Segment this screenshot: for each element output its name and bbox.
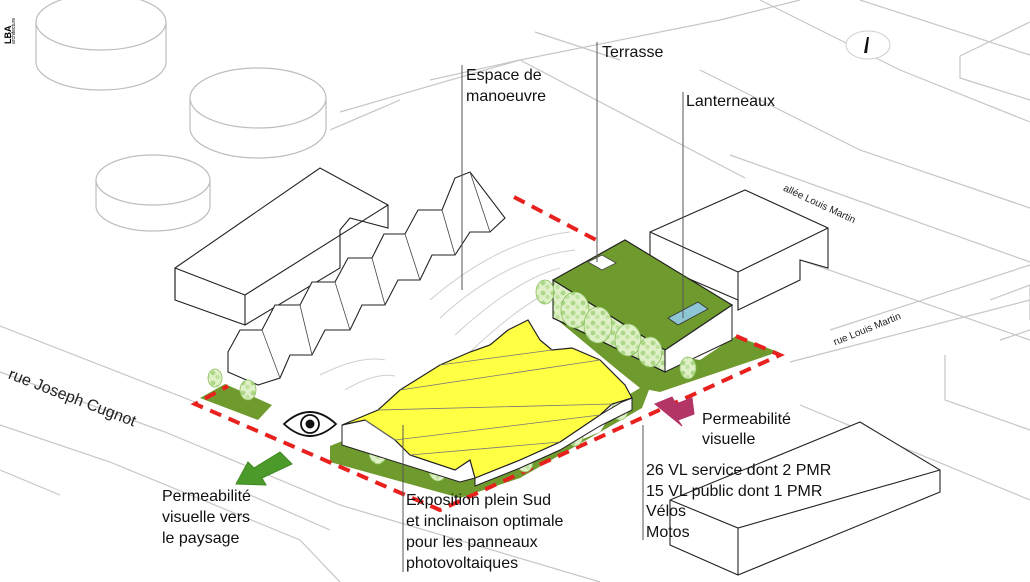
north-arrow-icon bbox=[845, 30, 891, 60]
logo-sub: architecture bbox=[11, 17, 17, 44]
leader-lines bbox=[402, 42, 684, 572]
label-solar-line1: Exposition plein Sud bbox=[406, 492, 551, 509]
label-permeabilite-line2: visuelle bbox=[702, 431, 756, 448]
label-parking-line1: 26 VL service dont 2 PMR bbox=[646, 462, 832, 479]
label-parking-line2: 15 VL public dont 1 PMR bbox=[646, 483, 823, 500]
label-solar-line3: pour les panneaux bbox=[406, 534, 538, 551]
skylight bbox=[667, 301, 709, 326]
existing-building-bottom-right bbox=[669, 421, 941, 576]
existing-building-right bbox=[649, 189, 829, 311]
label-permeabilite-line1: Permeabilité bbox=[702, 411, 791, 428]
magenta-arrow-icon bbox=[654, 396, 695, 427]
label-paysage-line2: visuelle vers bbox=[162, 509, 251, 526]
sawtooth-hall bbox=[227, 171, 506, 386]
green-arrow-icon bbox=[235, 451, 293, 486]
existing-building-left bbox=[174, 167, 389, 326]
silos bbox=[35, 0, 327, 232]
label-espace-line2: manoeuvre bbox=[466, 88, 547, 105]
solar-roof-building bbox=[341, 319, 633, 487]
site-boundary bbox=[190, 195, 785, 513]
label-parking-line4: Motos bbox=[646, 524, 690, 541]
label-paysage-line3: le paysage bbox=[162, 530, 240, 547]
label-solar-line2: et inclinaison optimale bbox=[406, 513, 564, 530]
label-parking-line3: Vélos bbox=[646, 503, 687, 520]
label-espace-line1: Espace de bbox=[466, 67, 542, 84]
eye-icon bbox=[282, 411, 338, 437]
label-lanterneaux: Lanterneaux bbox=[686, 93, 775, 110]
firm-logo: LBA architecture bbox=[1, 4, 17, 44]
label-solar-line4: photovoltaiques bbox=[406, 555, 519, 572]
label-paysage-line1: Permeabilité bbox=[162, 488, 251, 505]
label-terrasse: Terrasse bbox=[602, 44, 664, 61]
